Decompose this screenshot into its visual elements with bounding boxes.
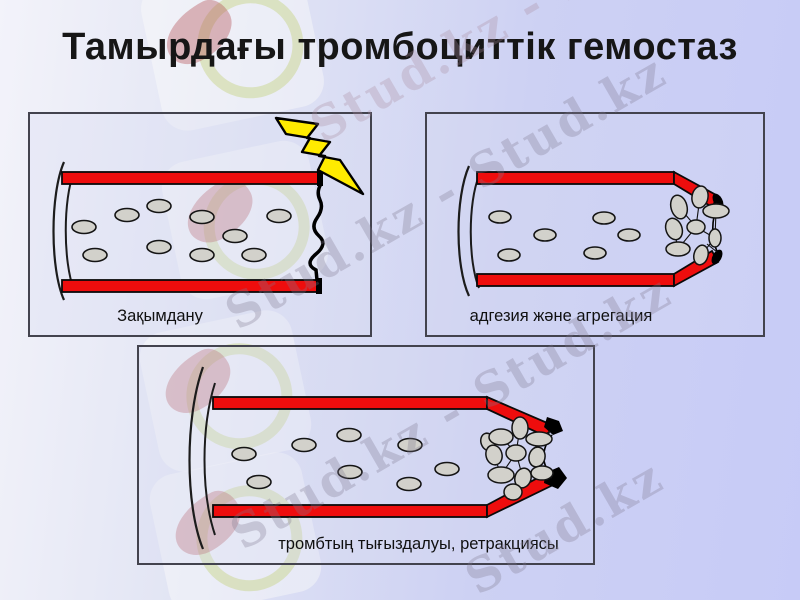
panel-adhesion: адгезия және агрегация — [425, 112, 765, 337]
aggregated-platelet — [691, 185, 709, 209]
injury-wavy-edge — [308, 182, 325, 282]
vessel-wall-bottom — [476, 273, 675, 287]
aggregated-platelet — [664, 217, 684, 241]
panel-retraction: тромбтың тығыздалуы, ретракциясы — [137, 345, 595, 565]
platelet-aggregate — [664, 185, 730, 266]
platelet — [617, 228, 641, 242]
platelet — [497, 248, 521, 262]
platelet — [336, 427, 362, 443]
platelet — [266, 208, 292, 224]
platelet — [396, 476, 422, 492]
aggregated-platelet — [686, 219, 706, 235]
wall-end-cap — [316, 278, 322, 294]
platelet — [114, 207, 140, 223]
vessel-wall-bottom — [61, 279, 321, 293]
vessel-open-end-arc — [52, 161, 66, 301]
platelet — [82, 247, 108, 263]
vessel-adhesion-diagram — [457, 165, 730, 297]
aggregated-platelet — [693, 244, 709, 266]
aggregated-platelet — [503, 483, 523, 501]
panel-damage: Зақымдану — [28, 112, 372, 337]
vessel-open-end-arc — [469, 175, 480, 289]
platelet — [592, 211, 616, 225]
aggregated-platelet — [485, 444, 503, 466]
platelet — [533, 228, 557, 242]
vessel-open-end-arc — [457, 165, 471, 297]
aggregated-platelet — [528, 446, 546, 468]
vessel-damage-diagram — [52, 116, 365, 301]
platelet-aggregate — [479, 416, 554, 501]
aggregated-platelet — [505, 444, 527, 462]
aggregated-platelet — [708, 228, 722, 248]
platelet — [337, 464, 363, 480]
platelet-group — [231, 427, 460, 492]
platelet — [434, 461, 460, 477]
wall-end-cap — [317, 170, 323, 186]
vessel-open-end-arc — [188, 366, 205, 550]
platelet — [222, 228, 248, 244]
vessel-wall-bottom — [212, 504, 488, 518]
platelet — [241, 247, 267, 263]
vessel-wall-top — [61, 171, 321, 185]
panel-label: Зақымдану — [117, 307, 203, 325]
platelet — [583, 246, 607, 260]
aggregated-platelet — [525, 431, 553, 447]
platelet-group — [71, 198, 292, 263]
vessel-wall-top — [476, 171, 675, 185]
wall-end-cap — [544, 417, 563, 435]
aggregated-platelet — [488, 428, 514, 446]
vessel-retraction-diagram — [188, 366, 567, 550]
slide-title: Тамырдағы тромбоциттік гемостаз — [62, 26, 738, 68]
platelet — [146, 198, 172, 214]
aggregated-platelet — [665, 241, 691, 257]
platelet — [71, 219, 97, 235]
platelet — [291, 437, 317, 453]
platelet — [146, 239, 172, 255]
wall-end-cap — [711, 249, 723, 265]
aggregated-platelet — [487, 466, 515, 484]
aggregated-platelet — [702, 203, 730, 219]
aggregated-platelet — [669, 194, 689, 220]
aggregated-platelet — [511, 416, 529, 440]
platelet-group — [488, 210, 641, 262]
platelet — [189, 247, 215, 263]
platelet — [488, 210, 512, 224]
platelet — [246, 474, 272, 490]
platelet — [231, 446, 257, 462]
vessel-open-end-arc — [64, 171, 75, 291]
lightning-bolt-icon — [274, 116, 365, 196]
vessel-open-end-arc — [203, 382, 216, 536]
platelet — [397, 437, 423, 453]
panel-label: тромбтың тығыздалуы, ретракциясы — [278, 535, 559, 553]
vessel-wall-top — [212, 396, 488, 410]
aggregated-platelet — [530, 465, 554, 481]
panel-label: адгезия және агрегация — [469, 307, 653, 325]
platelet — [189, 209, 215, 225]
